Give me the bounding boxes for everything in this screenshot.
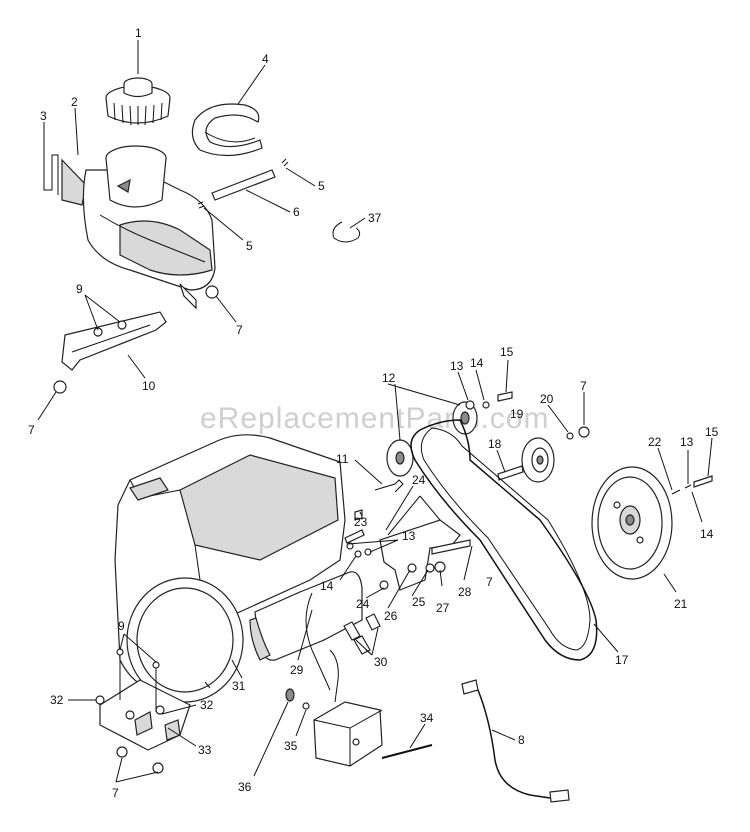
callout-label: 2 (71, 95, 78, 109)
callout-label: 13 (450, 359, 464, 373)
callout-label: 6 (293, 205, 300, 219)
hardware (671, 484, 692, 495)
drive-belt (410, 419, 598, 661)
nut (152, 762, 164, 774)
washer (354, 550, 362, 558)
rod (211, 169, 276, 201)
callout-label: 19 (510, 407, 524, 421)
nut (578, 426, 590, 438)
callout-label: 5 (246, 239, 253, 253)
fuel-tank (61, 145, 216, 310)
callout-label: 35 (284, 739, 298, 753)
nut (205, 285, 219, 299)
callout-label: 7 (112, 786, 119, 800)
fuel-cap (105, 77, 171, 126)
callout-label: 9 (118, 619, 125, 633)
callout-label: 7 (28, 423, 35, 437)
callout-label: 28 (458, 585, 472, 599)
callout-label: 18 (488, 437, 502, 451)
callout-label: 30 (374, 655, 388, 669)
callout-label: 24 (356, 597, 370, 611)
strap-ring (191, 103, 263, 157)
wire-lead (381, 744, 433, 759)
callout-label: 7 (580, 379, 587, 393)
callout-label: 13 (402, 529, 416, 543)
callout-label: 14 (700, 527, 714, 541)
nut (116, 746, 128, 758)
callout-label: 23 (354, 515, 368, 529)
callout-label: 14 (470, 356, 484, 370)
callout-label: 9 (76, 282, 83, 296)
drive-belt (420, 427, 591, 651)
callout-label: 20 (540, 392, 554, 406)
washer (302, 702, 310, 710)
callout-label: 11 (336, 452, 349, 466)
screw (119, 655, 157, 712)
clip (43, 150, 59, 195)
callout-label: 27 (436, 601, 450, 615)
callout-label: 22 (648, 435, 662, 449)
pulley (386, 439, 414, 477)
leader-lines (37, 40, 713, 783)
callout-label: 8 (518, 733, 525, 747)
bolt (497, 465, 524, 481)
callout-label: 10 (142, 379, 156, 393)
washer (566, 432, 574, 440)
callout-label: 33 (198, 743, 212, 757)
mounting-plate (99, 679, 191, 751)
wire-harness (461, 679, 570, 803)
bolt (693, 475, 713, 488)
callout-label: 26 (384, 609, 398, 623)
callout-label: 7 (486, 575, 493, 589)
washer (482, 401, 490, 409)
washer (346, 542, 354, 550)
bracket (61, 311, 167, 371)
callout-label: 7 (236, 323, 243, 337)
callout-label: 32 (200, 698, 214, 712)
callout-label: 1 (135, 26, 142, 40)
wire (305, 592, 331, 691)
idler-arm-bracket (379, 495, 461, 591)
callout-label: 3 (40, 109, 47, 123)
screw (93, 320, 127, 337)
callout-label: 24 (412, 473, 426, 487)
callout-label: 31 (232, 679, 246, 693)
grommet (285, 688, 295, 702)
callout-label: 15 (705, 425, 719, 439)
pin (281, 158, 289, 167)
callout-label: 21 (674, 597, 688, 611)
washer (465, 400, 475, 410)
callout-label: 15 (500, 345, 514, 359)
callout-label: 17 (615, 653, 629, 667)
callout-label: 14 (320, 579, 334, 593)
nut (53, 380, 67, 394)
spring (374, 479, 404, 493)
control-module (313, 649, 383, 767)
callout-label: 36 (238, 780, 252, 794)
bolt (497, 391, 513, 402)
watermark: eReplacementParts.com (200, 402, 549, 435)
callout-labels: 1 2 3 4 5 5 6 37 9 7 10 7 12 13 14 15 7 … (28, 26, 719, 800)
callout-label: 13 (680, 435, 694, 449)
callout-label: 25 (412, 595, 426, 609)
callout-label: 29 (290, 663, 304, 677)
callout-label: 34 (420, 711, 434, 725)
engine (114, 434, 363, 703)
screw (152, 661, 160, 669)
screw (95, 695, 105, 705)
callout-label: 12 (382, 371, 396, 385)
drive-pulley (591, 466, 673, 580)
snap-ring (332, 221, 361, 243)
callout-label: 5 (318, 179, 325, 193)
bolt (431, 539, 471, 555)
bolt (344, 529, 365, 544)
callout-label: 37 (368, 211, 382, 225)
callout-label: 4 (262, 52, 269, 66)
nut (379, 580, 389, 590)
callout-label: 32 (50, 693, 64, 707)
pin (197, 201, 205, 209)
idler (521, 437, 555, 483)
